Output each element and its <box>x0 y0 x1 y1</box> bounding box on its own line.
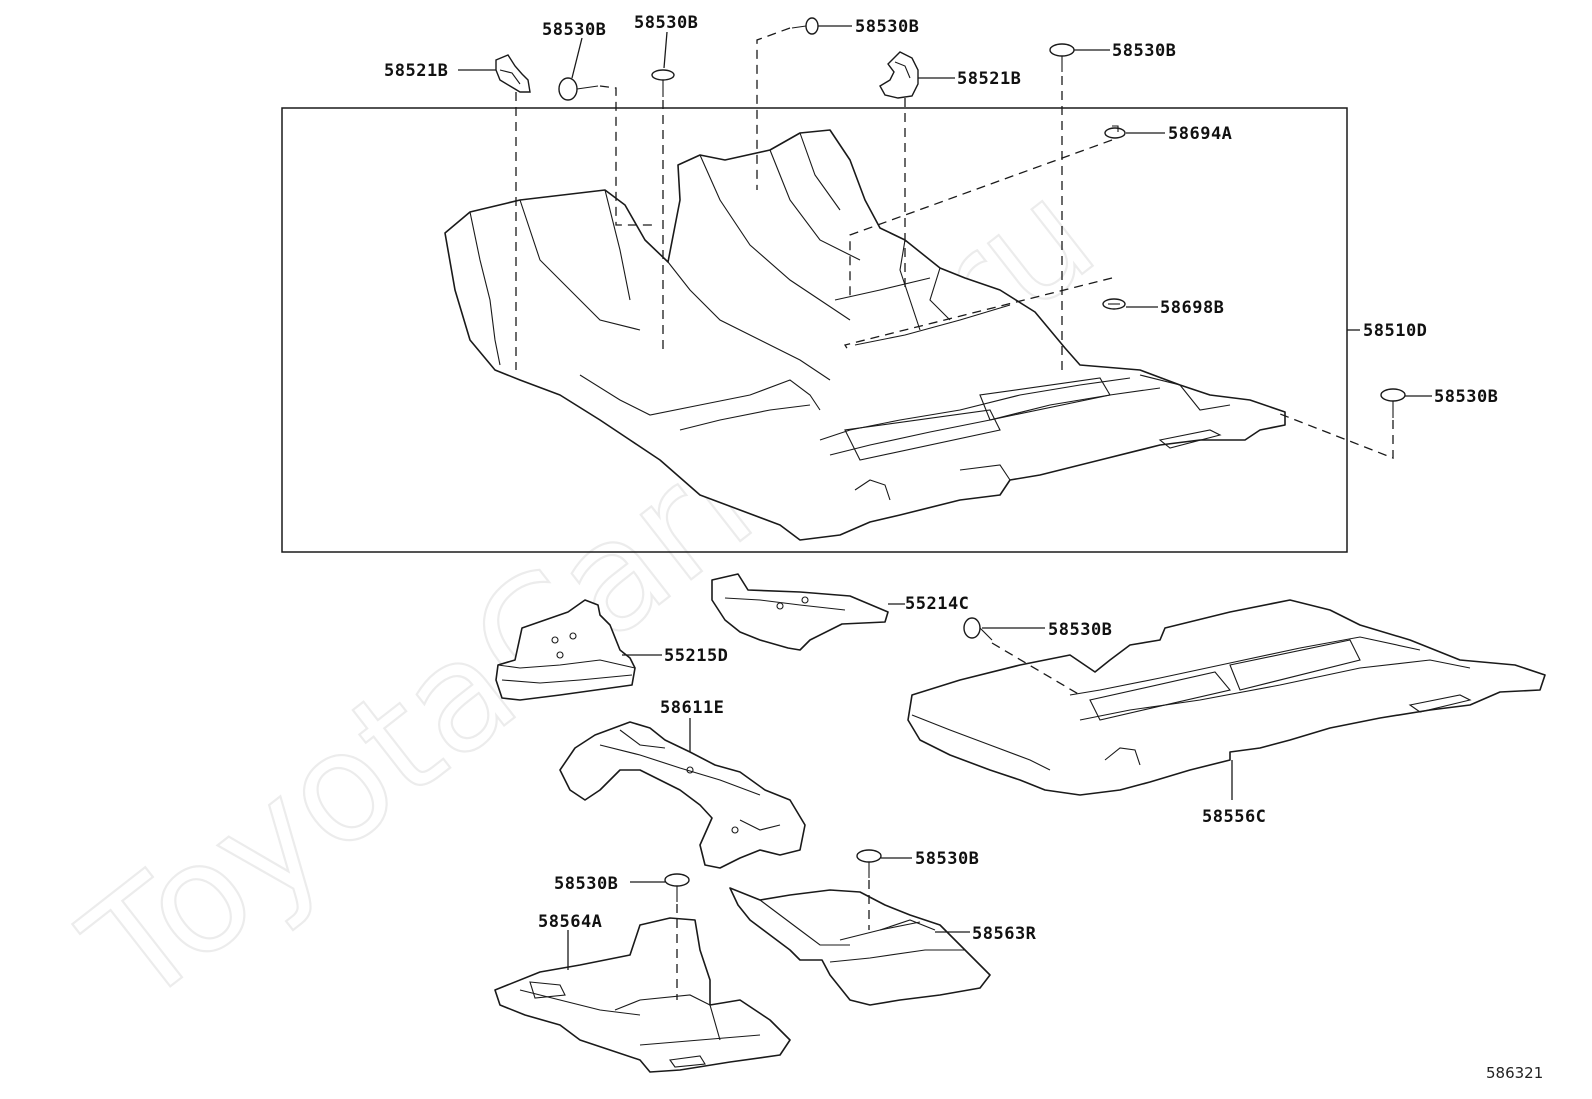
label-58530B-b: 58530B <box>634 13 698 33</box>
part-58611E[interactable] <box>559 721 806 869</box>
label-58521B-left: 58521B <box>384 61 448 81</box>
label-58530B-c: 58530B <box>855 17 919 37</box>
clip-58521B-right[interactable] <box>879 51 919 99</box>
label-58510D: 58510D <box>1363 321 1427 341</box>
label-58530B-h: 58530B <box>554 874 618 894</box>
label-55215D: 55215D <box>664 646 728 666</box>
label-58530B-f: 58530B <box>1048 620 1112 640</box>
part-55214C[interactable] <box>711 573 889 651</box>
assembly-dash-lines <box>515 27 1394 1000</box>
clip-58530B-g[interactable] <box>856 849 882 878</box>
part-58556C[interactable] <box>907 599 1546 796</box>
clip-58698B[interactable] <box>1102 298 1126 310</box>
label-58698B: 58698B <box>1160 298 1224 318</box>
label-58611E: 58611E <box>660 698 724 718</box>
label-58694A: 58694A <box>1168 124 1232 144</box>
label-58556C: 58556C <box>1202 807 1266 827</box>
floor-carpet-assembly[interactable] <box>444 129 1286 541</box>
clip-58530B-c[interactable] <box>791 17 819 35</box>
callout-labels: 58521B 58530B 58530B 58530B 58521B 58530… <box>384 13 1498 944</box>
label-55214C: 55214C <box>905 594 969 614</box>
label-58521B-right: 58521B <box>957 69 1021 89</box>
clip-58530B-e[interactable] <box>1380 388 1406 418</box>
label-58530B-d: 58530B <box>1112 41 1176 61</box>
clip-58530B-f[interactable] <box>963 617 993 641</box>
clip-58530B-a[interactable] <box>558 77 599 101</box>
clip-58521B-left[interactable] <box>495 54 531 93</box>
part-58563R[interactable] <box>729 887 991 1006</box>
clip-58530B-d[interactable] <box>1049 43 1075 72</box>
part-58564A[interactable] <box>494 917 791 1073</box>
label-58564A: 58564A <box>538 912 602 932</box>
clip-58530B-b[interactable] <box>651 69 675 97</box>
part-55215D[interactable] <box>495 599 636 701</box>
clip-58694A[interactable] <box>1104 125 1126 139</box>
label-58563R: 58563R <box>972 924 1037 944</box>
label-58530B-g: 58530B <box>915 849 979 869</box>
label-58530B-a: 58530B <box>542 20 606 40</box>
diagram-ref-number: 586321 <box>1486 1064 1543 1082</box>
leader-lines <box>458 25 1432 970</box>
label-58530B-e: 58530B <box>1434 387 1498 407</box>
clip-58530B-h[interactable] <box>664 873 690 902</box>
